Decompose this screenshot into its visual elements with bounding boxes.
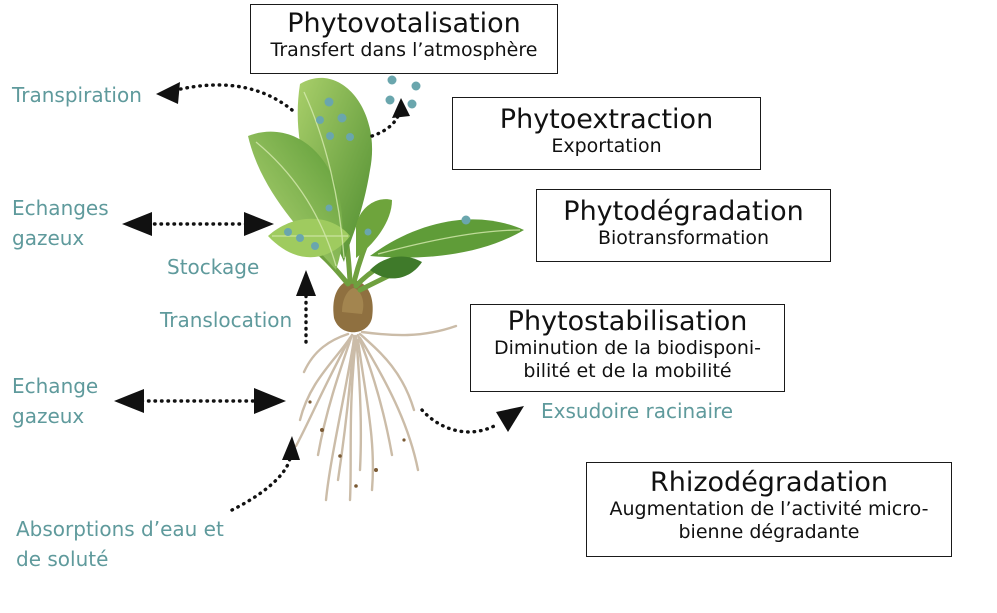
box-phytoextraction-title: Phytoextraction (499, 104, 714, 135)
bulb (333, 280, 373, 333)
arrowhead-volatilisation (392, 98, 410, 118)
label-absorptions-line2: de soluté (16, 547, 109, 571)
arrow-absorption (230, 456, 292, 512)
arrowhead-transpiration (156, 82, 180, 104)
leaf-veins (255, 91, 521, 267)
arrowhead-echanges-right (244, 212, 274, 236)
box-phytoextraction: Phytoextraction Exportation (452, 97, 761, 170)
droplets (284, 75, 471, 250)
label-echanges-line2: gazeux (12, 226, 85, 250)
box-phytostabilisation: Phytostabilisation Diminution de la biod… (470, 304, 785, 392)
label-translocation: Translocation (160, 308, 293, 332)
arrowhead-exsudoire (496, 406, 524, 432)
arrow-transpiration (174, 83, 294, 112)
box-phytovolatilisation-subtitle: Transfert dans l’atmosphère (270, 39, 538, 61)
root-soil-specks (308, 400, 406, 488)
box-phytostabilisation-subtitle-line2: bilité et de la mobilité (523, 360, 732, 382)
label-transpiration: Transpiration (12, 83, 142, 107)
box-rhizodegradation-title: Rhizodégradation (649, 467, 888, 498)
arrow-exsudoire (420, 408, 500, 434)
arrowhead-translocation (296, 270, 316, 296)
box-phytodegradation: Phytodégradation Biotransformation (536, 189, 831, 262)
label-stockage: Stockage (167, 255, 260, 279)
box-phytodegradation-title: Phytodégradation (563, 196, 804, 227)
box-rhizodegradation-subtitle-line1: Augmentation de l’activité micro- (609, 498, 929, 520)
arrow-heads (114, 82, 524, 460)
arrowhead-echanges-left (122, 212, 152, 236)
roots (294, 324, 458, 502)
arrowhead-echange-left (114, 389, 144, 413)
box-phytovolatilisation: Phytovotalisation Transfert dans l’atmos… (250, 4, 558, 74)
box-phytovolatilisation-title: Phytovotalisation (287, 8, 521, 39)
arrowhead-absorption (282, 436, 300, 460)
label-echange-line1: Echange (12, 374, 99, 398)
box-phytoextraction-subtitle: Exportation (551, 135, 662, 157)
dotted-arrows (140, 83, 500, 512)
label-absorptions-line1: Absorptions d’eau et (16, 517, 224, 541)
label-echanges-line1: Echanges (12, 196, 109, 220)
label-echange-line2: gazeux (12, 404, 85, 428)
label-exsudoire: Exsudoire racinaire (541, 399, 734, 423)
box-rhizodegradation-subtitle-line2: bienne dégradante (678, 521, 860, 543)
box-phytodegradation-subtitle: Biotransformation (597, 227, 770, 249)
box-phytostabilisation-title: Phytostabilisation (507, 306, 748, 337)
box-phytostabilisation-subtitle-line1: Diminution de la biodisponi- (493, 337, 762, 359)
box-rhizodegradation: Rhizodégradation Augmentation de l’activ… (586, 462, 952, 557)
arrowhead-echange-right (254, 388, 286, 414)
